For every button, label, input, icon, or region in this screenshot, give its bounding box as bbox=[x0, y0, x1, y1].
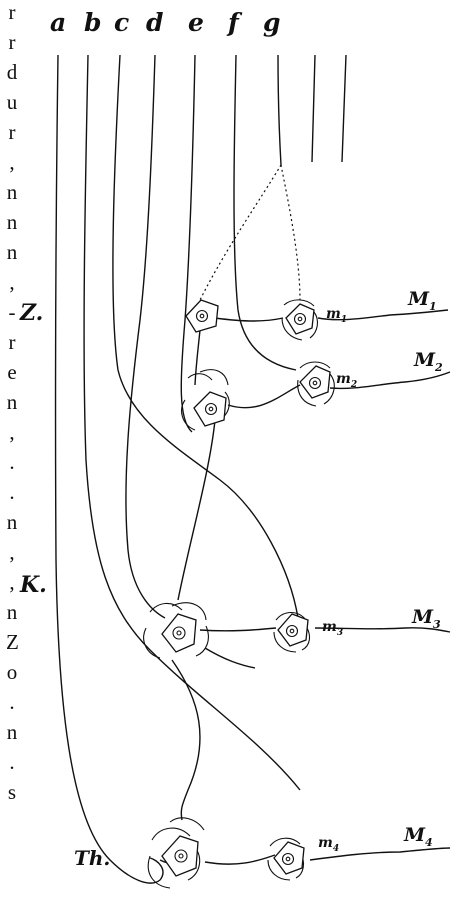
edge-letter: d bbox=[6, 62, 18, 83]
edge-letter: r bbox=[6, 122, 18, 143]
fiber-extra-2 bbox=[342, 55, 346, 162]
ganglion-cell-m2 bbox=[298, 362, 335, 406]
edge-letter: n bbox=[6, 212, 18, 233]
cell-label-m3: m3 bbox=[322, 620, 343, 638]
ganglion-cell-m3 bbox=[274, 613, 309, 653]
fiber-label-g: g bbox=[263, 10, 280, 35]
link-c3-c4 bbox=[172, 660, 200, 820]
edge-letter: r bbox=[6, 2, 18, 23]
fiber-g-branch-left bbox=[200, 165, 281, 300]
fiber-label-f: f bbox=[228, 10, 239, 35]
edge-letter: Z bbox=[6, 632, 18, 653]
ganglion-cell-upper bbox=[186, 300, 218, 332]
fiber-label-b: b bbox=[84, 10, 101, 35]
edge-letter: r bbox=[6, 332, 18, 353]
edge-letter: u bbox=[6, 92, 18, 113]
link-c3-m3 bbox=[200, 628, 276, 631]
edge-letter: - bbox=[6, 302, 18, 323]
edge-letter: , bbox=[6, 272, 18, 293]
fiber-g bbox=[278, 55, 281, 165]
link-c1-c2 bbox=[195, 330, 200, 385]
edge-letter: , bbox=[6, 572, 18, 593]
region-label-th: Th. bbox=[74, 848, 110, 868]
edge-letter: n bbox=[6, 602, 18, 623]
edge-letter: n bbox=[6, 242, 18, 263]
muscle-label-M3: M3 bbox=[412, 608, 441, 630]
fiber-label-d: d bbox=[146, 10, 163, 35]
edge-letter: n bbox=[6, 392, 18, 413]
fiber-label-e: e bbox=[188, 10, 204, 35]
fiber-label-c: c bbox=[114, 10, 129, 35]
edge-letter: . bbox=[6, 452, 18, 473]
ganglion-cell-m4 bbox=[268, 838, 304, 880]
edge-letter: e bbox=[6, 362, 18, 383]
fiber-extra-1 bbox=[312, 55, 315, 162]
ganglion-cell-k bbox=[144, 603, 209, 658]
ganglion-cell-m1 bbox=[282, 300, 317, 340]
edge-letter: r bbox=[6, 32, 18, 53]
ganglion-cell-middle bbox=[182, 370, 230, 430]
fiber-d bbox=[126, 55, 165, 618]
edge-letter: n bbox=[6, 182, 18, 203]
link-c4-m4 bbox=[205, 855, 275, 864]
cell-label-m4: m4 bbox=[318, 836, 339, 854]
region-label-k: K. bbox=[20, 574, 47, 596]
link-c2-c3 bbox=[178, 420, 215, 600]
link-c2-m2 bbox=[228, 385, 300, 408]
link-c3-branch bbox=[205, 648, 255, 668]
muscle-label-M4: M4 bbox=[404, 826, 433, 848]
edge-letter: s bbox=[6, 782, 18, 803]
ganglion-cell-th bbox=[148, 818, 204, 888]
region-label-z: Z. bbox=[20, 302, 43, 324]
muscle-label-M1: M1 bbox=[408, 290, 437, 312]
edge-letter: . bbox=[6, 482, 18, 503]
fiber-label-a: a bbox=[50, 10, 66, 35]
edge-letter: . bbox=[6, 692, 18, 713]
fiber-c bbox=[113, 55, 298, 618]
edge-letter: n bbox=[6, 722, 18, 743]
link-c1-m1 bbox=[215, 318, 283, 321]
edge-letter: , bbox=[6, 422, 18, 443]
edge-letter: o bbox=[6, 662, 18, 683]
edge-letter: , bbox=[6, 152, 18, 173]
cell-label-m1: m1 bbox=[326, 307, 347, 325]
fiber-a bbox=[56, 55, 163, 883]
muscle-label-M2: M2 bbox=[414, 351, 443, 373]
fiber-g-branch-right bbox=[281, 165, 300, 300]
edge-letter: , bbox=[6, 542, 18, 563]
fiber-f bbox=[234, 55, 296, 370]
edge-letter: n bbox=[6, 512, 18, 533]
cell-label-m2: m2 bbox=[336, 372, 357, 390]
edge-letter: . bbox=[6, 752, 18, 773]
